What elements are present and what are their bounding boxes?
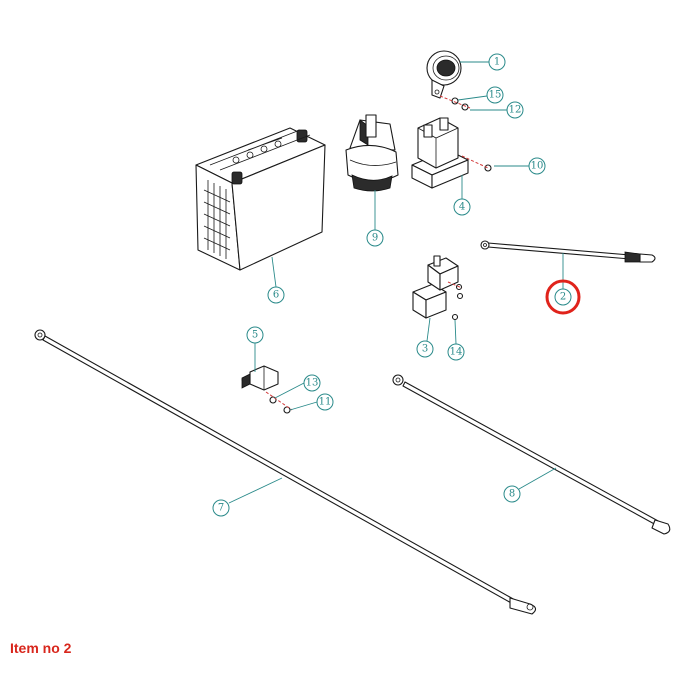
callout-12: 12	[506, 101, 524, 119]
svg-text:1: 1	[494, 57, 500, 68]
callout-13: 13	[303, 374, 321, 392]
callout-8: 8	[503, 485, 521, 503]
cable-item-8	[392, 374, 671, 535]
callout-4: 4	[453, 198, 471, 216]
svg-text:9: 9	[372, 233, 378, 244]
svg-text:13: 13	[306, 378, 319, 389]
callout-10: 10	[528, 157, 546, 175]
callout-6: 6	[267, 286, 285, 304]
callout-5: 5	[246, 326, 264, 344]
callout-9: 9	[366, 229, 384, 247]
svg-text:3: 3	[422, 344, 428, 355]
callout-3: 3	[416, 340, 434, 358]
cable-item-7	[34, 329, 537, 615]
callout-7: 7	[212, 499, 230, 517]
callout-2: 2	[554, 288, 572, 306]
flasher-5	[241, 365, 279, 391]
callout-11: 11	[316, 393, 334, 411]
svg-text:8: 8	[509, 489, 515, 500]
callout-14: 14	[447, 343, 465, 361]
cable-item-2	[480, 240, 656, 263]
assembly-lines	[265, 95, 489, 411]
relay-3	[412, 255, 459, 319]
key-switch	[345, 114, 399, 192]
svg-text:7: 7	[218, 503, 224, 514]
svg-text:4: 4	[459, 202, 465, 213]
relay-4	[411, 117, 469, 189]
svg-text:10: 10	[531, 161, 544, 172]
highlight-circle	[545, 279, 581, 315]
svg-text:12: 12	[509, 105, 522, 116]
leader-lines	[228, 61, 564, 504]
svg-text:15: 15	[489, 90, 502, 101]
svg-text:5: 5	[252, 330, 258, 341]
battery	[195, 127, 326, 271]
callout-1: 1	[488, 53, 506, 71]
callout-15: 15	[486, 86, 504, 104]
svg-text:14: 14	[450, 347, 463, 358]
svg-text:11: 11	[319, 397, 332, 408]
caption-label: Item no 2	[10, 640, 72, 656]
horn	[426, 50, 462, 99]
svg-text:2: 2	[560, 292, 566, 303]
svg-text:6: 6	[273, 290, 279, 301]
